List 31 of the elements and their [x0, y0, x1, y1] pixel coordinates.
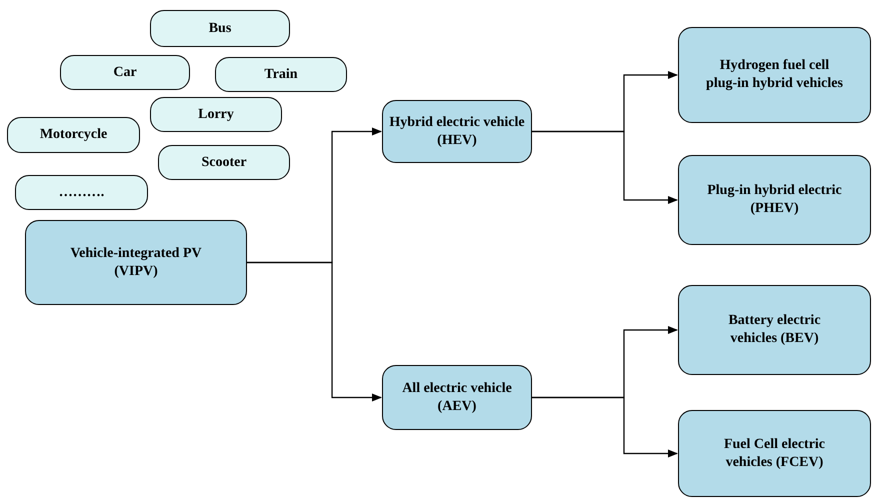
vehicle-box	[150, 10, 290, 47]
process-box	[382, 365, 532, 430]
box-label: Car	[113, 64, 137, 82]
box-label: Hydrogen fuel cell plug-in hybrid vehicles	[705, 57, 844, 93]
box-label: Fuel Cell electric vehicles (FCEV)	[722, 436, 826, 472]
process-box	[678, 410, 871, 497]
vehicle-box	[15, 175, 148, 210]
box-label: Bus	[208, 20, 232, 38]
box-label: Lorry	[198, 106, 234, 124]
box-label: Vehicle-integrated PV (VIPV)	[69, 244, 203, 280]
box-label: Train	[264, 66, 298, 84]
box-label: Plug-in hybrid electric (PHEV)	[706, 182, 843, 218]
vehicle-box	[215, 57, 347, 92]
arrow	[532, 396, 678, 458]
process-box	[678, 285, 871, 375]
box-label: Motorcycle	[40, 126, 108, 144]
process-box	[382, 100, 532, 163]
process-box	[678, 155, 871, 245]
box-label: Battery electric vehicles (BEV)	[727, 312, 822, 348]
vehicle-box	[150, 97, 282, 132]
process-box	[25, 220, 247, 305]
box-label: Hybrid electric vehicle (HEV)	[388, 114, 526, 150]
box-label: Scooter	[201, 154, 247, 172]
vehicle-box	[158, 145, 290, 180]
box-label: ……….	[58, 184, 104, 202]
arrow	[532, 130, 678, 204]
process-box	[678, 27, 871, 123]
arrow	[247, 262, 382, 402]
vehicle-box	[60, 55, 190, 90]
box-label: All electric vehicle (AEV)	[401, 380, 513, 416]
vehicle-box	[7, 117, 140, 153]
